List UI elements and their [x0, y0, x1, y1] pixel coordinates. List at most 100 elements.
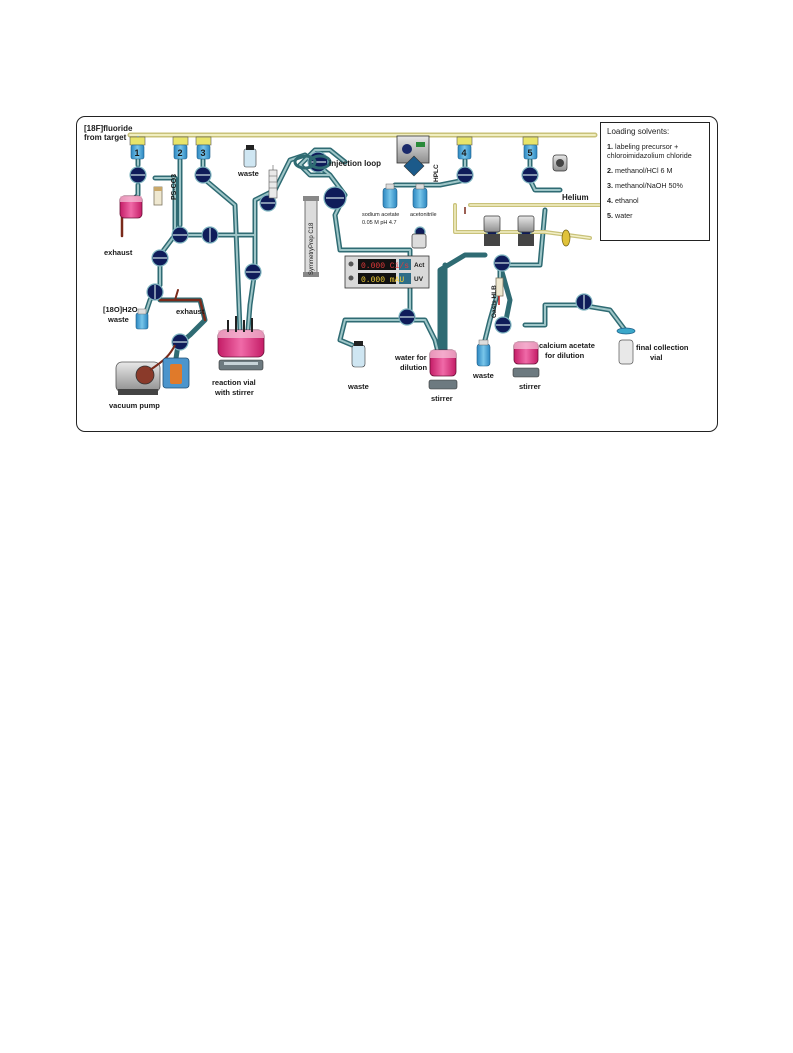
syringe [268, 165, 278, 199]
legend-item-number: 3. [607, 181, 613, 190]
water-dilution-vial [429, 349, 457, 377]
target-vial [119, 195, 143, 219]
o18-water-waste-vial [135, 308, 149, 330]
tubing [120, 132, 628, 368]
label-column: SymmetryPrep C18 [309, 222, 315, 275]
legend-item-number: 1. [607, 142, 613, 151]
label-injection-loop: injection loop [329, 159, 381, 168]
ps-co3-cartridge [153, 186, 163, 206]
label-sodium-acetate-conc: 0.05 M pH 4.7 [362, 220, 397, 226]
vacuum-pump [115, 344, 176, 395]
waste-vial-bottom [351, 341, 366, 368]
label-exhaust-2: exhaust [176, 307, 205, 316]
legend-item: 4. ethanol [607, 196, 703, 205]
label-water-dilution-2: dilution [400, 363, 427, 372]
waste-vial-right [476, 339, 491, 367]
valve [494, 316, 512, 334]
reservoir-number-2: 2 [177, 148, 182, 158]
diagram-labels: [18F]fluoride from target exhaust PS-CO3… [84, 124, 689, 410]
label-reaction-vial: reaction vial [212, 378, 256, 387]
hplc-column [303, 196, 319, 277]
legend-item-text: ethanol [615, 196, 639, 205]
oasis-hlb-cartridge [495, 277, 504, 305]
helium-regulator [552, 154, 568, 172]
label-oasis: Oasis HLB [491, 285, 498, 318]
valve [129, 166, 147, 184]
reservoir-number-1: 1 [134, 148, 139, 158]
reservoir-number-3: 3 [200, 148, 205, 158]
valve [493, 254, 511, 272]
legend-item-text: methanol/HCl 6 M [615, 166, 673, 175]
back-pressure-regulator [411, 233, 427, 249]
label-stirrer-2: stirrer [519, 382, 541, 391]
label-waste-bottom: waste [347, 382, 369, 391]
stirrer-reaction [218, 359, 264, 371]
label-sodium-acetate: sodium acetate [362, 212, 399, 218]
detector-panel [344, 255, 430, 289]
valve [171, 333, 189, 351]
valve [259, 194, 277, 212]
valve [575, 293, 593, 311]
label-acetonitrile: acetonitrile [410, 212, 437, 218]
stirrer-water [428, 379, 458, 390]
label-final-vial-2: vial [650, 353, 663, 362]
loading-solvents-legend: Loading solvents: 1. labeling precursor … [600, 122, 710, 241]
valve [194, 166, 212, 184]
valve [171, 226, 189, 244]
valve [201, 226, 219, 244]
label-o18-water: [18O]H2O [103, 305, 138, 314]
acetonitrile-bottle [412, 183, 428, 209]
label-stirrer-1: stirrer [431, 394, 453, 403]
label-water-dilution: water for [394, 353, 427, 362]
legend-item: 1. labeling precursor + chloroimidazoliu… [607, 142, 703, 160]
legend-item-text: methanol/NaOH 50% [615, 181, 683, 190]
cold-trap [162, 357, 190, 389]
sodium-acetate-bottle [382, 183, 398, 209]
valve [244, 263, 262, 281]
valve [146, 283, 164, 301]
label-o18-waste: waste [107, 315, 129, 324]
valve [456, 166, 474, 184]
valve [521, 166, 539, 184]
legend-title: Loading solvents: [607, 127, 670, 136]
legend-item: 3. methanol/NaOH 50% [607, 181, 703, 190]
activity-readout: 0.000 Ci/s [361, 262, 409, 271]
legend-item: 2. methanol/HCl 6 M [607, 166, 703, 175]
label-fluoride-source: [18F]fluoride [84, 124, 133, 133]
solenoid-block-1 [483, 215, 501, 246]
legend-item-number: 4. [607, 196, 613, 205]
injection-loop-coil [293, 154, 332, 170]
legend-item-number: 2. [607, 166, 613, 175]
reservoir-5 [522, 136, 539, 160]
label-reaction-stirrer: with stirrer [214, 388, 254, 397]
legend-item: 5. water [607, 211, 703, 220]
vessels [115, 135, 636, 395]
label-ps-co3: PS-CO3 [171, 174, 178, 200]
label-waste-right: waste [472, 371, 494, 380]
stirrer-calcium [512, 367, 540, 378]
valve [323, 186, 347, 210]
label-waste-top: waste [237, 169, 259, 178]
label-uv: UV [414, 276, 424, 283]
reservoir-3 [195, 136, 212, 160]
label-fluoride-source-2: from target [84, 133, 127, 142]
reservoir-4 [456, 136, 473, 160]
uv-readout: 0.000 mAU [361, 276, 404, 285]
valve [151, 249, 169, 267]
label-vacuum-pump: vacuum pump [109, 401, 160, 410]
reaction-vial [217, 316, 265, 358]
reservoir-2 [172, 136, 189, 160]
final-collection-vial [616, 327, 636, 365]
reservoir-1 [129, 136, 146, 160]
calcium-acetate-vial [513, 341, 539, 365]
label-helium: Helium [562, 193, 589, 202]
solvent-reservoirs: 1 2 3 4 5 [129, 136, 539, 160]
valve [398, 308, 416, 326]
legend-item-number: 5. [607, 211, 613, 220]
sterile-filter [561, 229, 571, 247]
reservoir-number-5: 5 [527, 148, 532, 158]
reservoir-number-4: 4 [461, 148, 466, 158]
label-final-vial: final collection [636, 343, 689, 352]
legend-item-text: water [615, 211, 633, 220]
